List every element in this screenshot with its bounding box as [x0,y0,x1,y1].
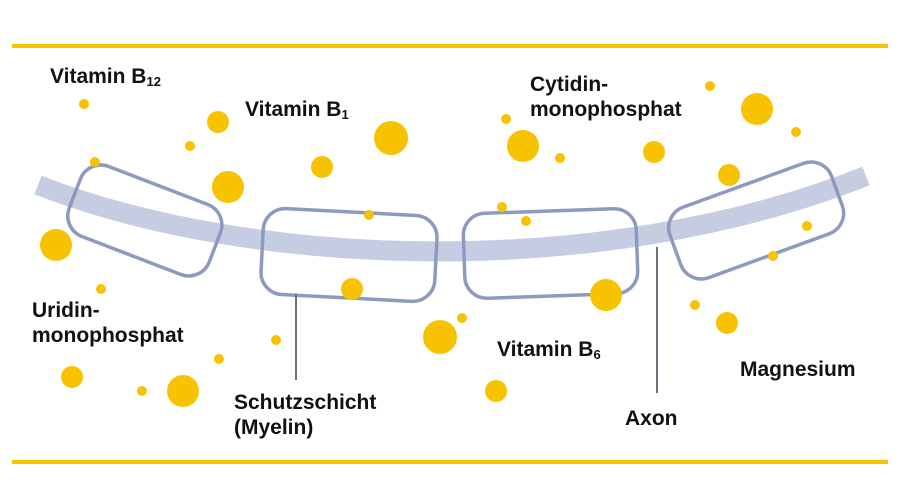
nutrient-dot [690,300,700,310]
nutrient-dot [555,153,565,163]
nutrient-dot [457,313,467,323]
nutrient-dot [485,380,507,402]
nutrient-dot [374,121,408,155]
nutrient-dot [212,171,244,203]
label-uridin-monophosphat: Uridin- monophosphat [32,299,184,347]
label-axon: Axon [625,407,678,430]
nutrient-dot [96,284,106,294]
nutrient-dot [271,335,281,345]
nutrient-dot [185,141,195,151]
label-schutzschicht-myelin: Schutzschicht (Myelin) [234,391,377,439]
label-cytidin-monophosphat: Cytidin- monophosphat [530,73,682,121]
nutrient-dot [311,156,333,178]
axon-band [34,166,870,262]
nutrient-dot [364,210,374,220]
nutrient-dot [167,375,199,407]
nutrient-dot [705,81,715,91]
nutrient-dot [501,114,511,124]
label-magnesium: Magnesium [740,358,856,381]
nutrient-dot [207,111,229,133]
nutrient-dot [40,229,72,261]
myelin-segment-3 [461,206,640,300]
nutrient-dot [79,99,89,109]
nutrient-dot [423,320,457,354]
nutrient-dot [497,202,507,212]
label-vitamin-b1: Vitamin B1 [245,98,349,122]
label-vitamin-b6: Vitamin B6 [497,338,601,362]
nutrient-dot [61,366,83,388]
nutrient-dot [507,130,539,162]
nutrient-dot [137,386,147,396]
nutrient-dot [802,221,812,231]
nutrient-dot [643,141,665,163]
nutrient-dot [90,157,100,167]
nutrient-dot [590,279,622,311]
nutrient-dot [341,278,363,300]
nutrient-dot [214,354,224,364]
nutrient-dot [741,93,773,125]
nutrient-dot [768,251,778,261]
nutrient-dot [718,164,740,186]
nutrient-dot [521,216,531,226]
label-vitamin-b12: Vitamin B12 [50,65,161,89]
nutrient-dot [791,127,801,137]
myelin-segment-1 [66,163,224,278]
nutrient-dots [40,81,812,407]
nutrient-dot [716,312,738,334]
